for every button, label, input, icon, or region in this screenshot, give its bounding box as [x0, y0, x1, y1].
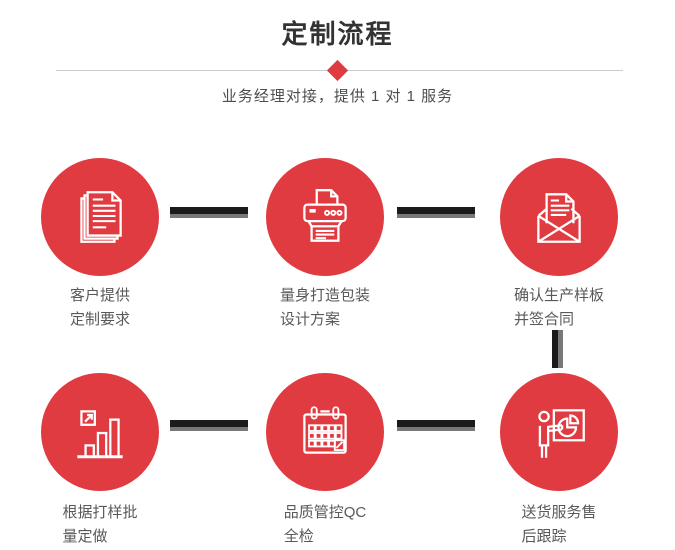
calendar-icon	[303, 406, 347, 454]
step-label: 根据打样批 量定做	[10, 501, 190, 549]
step-circle-presentation	[500, 373, 618, 491]
step-label-line: 后跟踪	[521, 528, 567, 545]
printer-icon	[303, 189, 347, 242]
step-label-line: 送货服务售	[521, 504, 597, 521]
connector-step3-step6	[552, 330, 563, 368]
section-title: 定制流程	[281, 19, 394, 49]
step-label-line: 并签合同	[513, 311, 574, 328]
step-circle-calendar	[266, 373, 384, 491]
presentation-icon	[538, 409, 585, 458]
step-label: 送货服务售 后跟踪	[469, 501, 649, 549]
step-circle-envelope	[500, 158, 618, 276]
section-subtitle: 业务经理对接，提供 1 对 1 服务	[221, 88, 454, 105]
step-label: 确认生产样板 并签合同	[469, 284, 649, 332]
step-label-line: 全检	[283, 528, 314, 545]
envelope-icon	[537, 193, 581, 243]
step-circle-documents	[41, 158, 159, 276]
step-label-line: 客户提供	[69, 287, 130, 304]
connector-step1-step2	[170, 207, 248, 218]
step-label-line: 量定做	[62, 528, 108, 545]
documents-icon	[80, 191, 122, 243]
bar-chart-icon	[77, 410, 123, 459]
connector-step2-step3	[397, 207, 475, 218]
step-label: 客户提供 定制要求	[10, 284, 190, 332]
step-circle-bar-chart	[41, 373, 159, 491]
step-label: 品质管控QC 全检	[235, 501, 415, 549]
diamond-icon	[326, 59, 349, 82]
step-label-line: 设计方案	[279, 311, 340, 328]
step-label-line: 品质管控QC	[283, 504, 367, 521]
step-label-line: 定制要求	[69, 311, 130, 328]
step-circle-printer	[266, 158, 384, 276]
step-label-line: 确认生产样板	[513, 287, 604, 304]
step-label-line: 量身打造包装	[279, 287, 370, 304]
connector-step4-step5	[170, 420, 248, 431]
step-label-line: 根据打样批	[62, 504, 138, 521]
connector-step5-step6	[397, 420, 475, 431]
step-label: 量身打造包装 设计方案	[235, 284, 415, 332]
